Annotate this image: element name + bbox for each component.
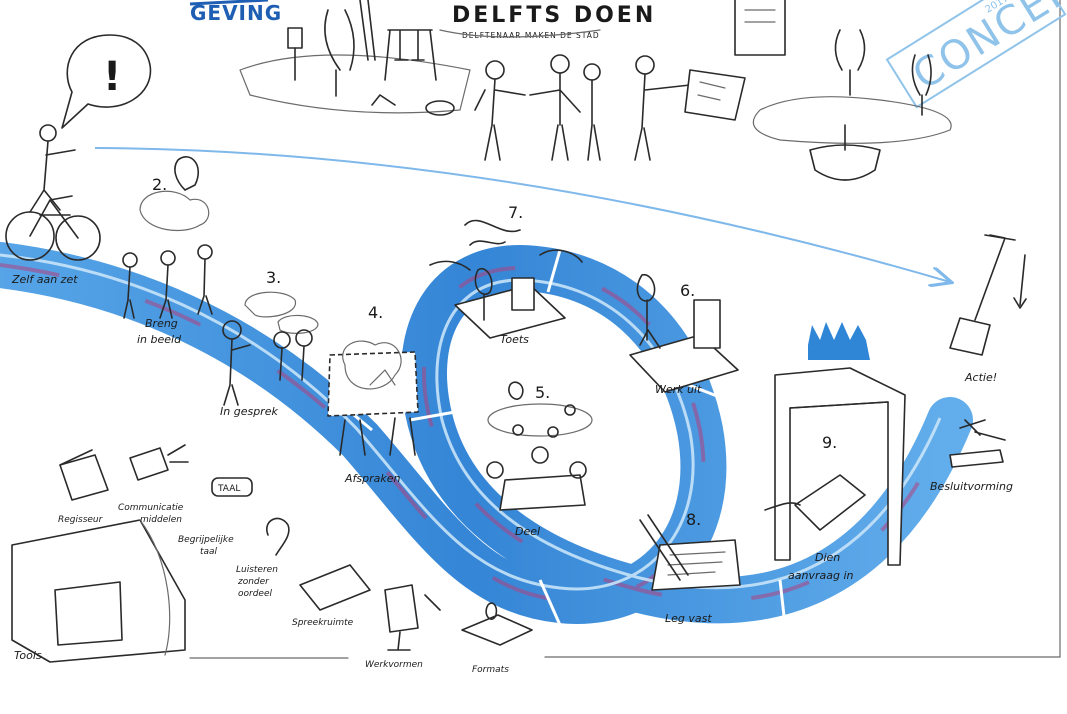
step-3-number: 3. [266,268,281,287]
step-5: 5. Deel [486,381,593,538]
step-9: 9. Dien aanvraag in [764,322,906,582]
tool-space-label: Spreekruimte [292,618,354,628]
page-title: DELFTS DOEN [452,3,656,28]
process-ribbon [0,242,973,626]
tools-section: Tools Regisseur Communicatie middelen TA… [11,444,533,675]
step-2-label-line-2: in beeld [137,333,182,346]
step-9-number: 9. [822,433,837,452]
decision-label: Besluitvorming [930,480,1013,493]
tool-director-label: Regisseur [58,515,104,525]
step-7-number: 7. [508,203,523,222]
step-6: 6. Werk uit [629,274,739,396]
step-5-label: Deel [515,525,540,538]
header: GEVING DELFTS DOEN DELFTENAAR MAKEN DE S… [189,0,656,40]
step-2-label-line-1: Breng [145,317,178,330]
tool-language-label-line-2: taal [200,547,218,557]
tool-language-label-line-1: Begrijpelijke [178,535,234,545]
tool-listen-label-line-2: zonder [237,577,270,587]
action-label: Actie! [964,371,997,384]
step-4-label: Afspraken [344,472,401,485]
step-4: 4. Afspraken [327,303,419,485]
step-3: 3. In gesprek [220,268,319,418]
step-6-label: Werk uit [655,383,702,396]
tool-listen-label-line-1: Luisteren [236,565,278,575]
tool-listen-label-line-3: oordeel [238,589,273,599]
action-spade: Actie! [949,234,1027,384]
step-2-number: 2. [152,175,167,194]
step-7: 7. Toets [429,203,583,346]
brand-text: GEVING [190,1,282,25]
step-9-label-line-1: Dien [815,551,840,564]
step-4-number: 4. [368,303,383,322]
page-subtitle: DELFTENAAR MAKEN DE STAD [462,31,600,40]
tools-title: Tools [14,649,42,662]
tool-language-tag: TAAL [217,484,240,494]
step-1-label: Zelf aan zet [11,273,78,286]
alert-bubble: ! [61,34,152,129]
step-5-number: 5. [535,383,550,402]
city-scene [239,0,952,181]
frame [189,0,1061,659]
tool-communication-label-line-1: Communicatie [118,503,184,513]
step-8-number: 8. [686,510,701,529]
tool-communication-label-line-2: middelen [140,515,182,525]
alert-symbol: ! [103,54,121,100]
cyclist: Zelf aan zet [5,124,101,286]
concept-stamp: CONCEPT 2017 [885,0,1067,109]
goal-arrow [94,147,950,282]
tool-workforms-label: Werkvormen [365,660,423,670]
step-7-label: Toets [500,333,529,346]
step-8-label: Leg vast [665,612,712,625]
tool-formats-label: Formats [472,665,509,675]
decision-gavel: Besluitvorming [930,419,1013,493]
step-8: 8. Leg vast [639,510,741,625]
step-2: 2. Breng in beeld [122,156,213,346]
step-3-label: In gesprek [220,405,278,418]
step-6-number: 6. [680,281,695,300]
step-9-label-line-2: aanvraag in [788,569,854,582]
